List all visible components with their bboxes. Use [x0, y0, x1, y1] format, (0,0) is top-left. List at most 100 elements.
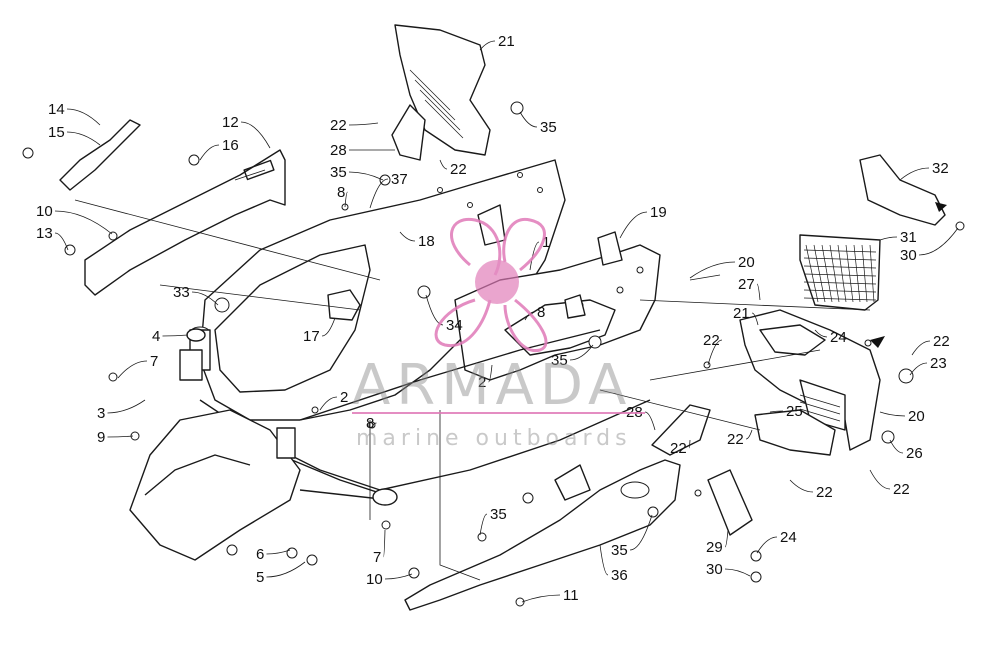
callout-leader [107, 435, 134, 438]
skid-plate-36 [404, 459, 681, 611]
callout-leader [266, 561, 306, 578]
part-callout-19: 19 [650, 204, 667, 221]
indicator-arrow [935, 202, 947, 212]
callout-leader [569, 344, 594, 361]
part-callout-1: 1 [542, 234, 550, 251]
callout-leader [644, 411, 656, 431]
callout-leader [399, 231, 416, 242]
part-callout-7: 7 [373, 549, 381, 566]
callout-leader [384, 573, 413, 580]
part-callout-29: 29 [706, 539, 723, 556]
guide-lines [74, 199, 871, 581]
part-callout-22: 22 [933, 333, 950, 350]
callout-leader [117, 360, 148, 379]
part-callout-22: 22 [703, 332, 720, 349]
plate-28 [391, 104, 426, 161]
part-callout-12: 12 [222, 114, 239, 131]
part-callout-20: 20 [908, 408, 925, 425]
part-callout-35: 35 [611, 542, 628, 559]
callout-leader [439, 159, 448, 170]
callout-leader [756, 536, 778, 554]
callout-leader [66, 131, 101, 146]
callout-leader [191, 291, 219, 306]
callout-leader [54, 210, 113, 235]
callout-leader [521, 594, 561, 603]
callout-leader [599, 544, 609, 576]
part-callout-34: 34 [446, 317, 463, 334]
part-callout-14: 14 [48, 101, 65, 118]
callout-leader [909, 362, 928, 376]
part-callout-2: 2 [340, 389, 348, 406]
callout-leader [918, 227, 959, 256]
part-callout-8: 8 [337, 184, 345, 201]
part-callout-3: 3 [97, 405, 105, 422]
watermark-name: ARMADA [352, 353, 632, 418]
part-callout-21: 21 [498, 33, 515, 50]
callout-leader [107, 399, 146, 414]
callout-leader [372, 422, 377, 426]
callout-leader [479, 40, 496, 51]
callout-leader [889, 439, 904, 454]
part-callout-35: 35 [551, 352, 568, 369]
part-callout-25: 25 [786, 403, 803, 420]
callout-leader [240, 121, 271, 149]
grille-screen [799, 234, 881, 311]
callout-leader [899, 167, 930, 181]
part-callout-2: 2 [478, 374, 486, 391]
part-callout-30: 30 [706, 561, 723, 578]
part-callout-37: 37 [391, 171, 408, 188]
part-callout-22: 22 [816, 484, 833, 501]
part-callout-4: 4 [152, 328, 160, 345]
callout-leader [348, 171, 384, 181]
callout-leader [619, 211, 648, 239]
part-callout-27: 27 [738, 276, 755, 293]
part-callout-23: 23 [930, 355, 947, 372]
watermark-logo [434, 217, 548, 352]
callout-leader [162, 334, 189, 337]
part-callout-33: 33 [173, 284, 190, 301]
callout-leader [348, 122, 379, 126]
part-callout-35: 35 [540, 119, 557, 136]
callout-leader [814, 329, 828, 338]
plate-29 [707, 469, 753, 536]
bracket-19 [597, 231, 623, 266]
part-callout-16: 16 [222, 137, 239, 154]
part-callout-10: 10 [366, 571, 383, 588]
part-callout-22: 22 [330, 117, 347, 134]
part-callout-11: 11 [563, 587, 579, 604]
chassis-frame [129, 159, 661, 561]
part-callout-17: 17 [303, 328, 320, 345]
callout-leader [724, 568, 751, 577]
callout-leader [321, 317, 336, 337]
callout-leader [869, 469, 891, 490]
callout-leader [266, 549, 291, 555]
part-callout-9: 9 [97, 429, 105, 446]
callout-leader [529, 241, 540, 271]
callout-leader [879, 236, 898, 241]
part-callout-22: 22 [727, 431, 744, 448]
callout-leaders [54, 40, 959, 603]
part-callout-15: 15 [48, 124, 65, 141]
indicator-arrow [870, 336, 885, 348]
front-bumper [84, 149, 286, 296]
watermark: ARMADA marine outboards [352, 217, 645, 451]
part-callout-28: 28 [330, 142, 347, 159]
part-callout-7: 7 [150, 353, 158, 370]
callout-leader [519, 111, 538, 128]
callout-leader [756, 283, 761, 301]
part-callout-32: 32 [932, 160, 949, 177]
callout-leader [66, 108, 101, 126]
callout-leader [751, 312, 759, 326]
part-callout-35: 35 [490, 506, 507, 523]
part-callout-22: 22 [670, 440, 687, 457]
callout-leader [745, 429, 753, 440]
part-callout-36: 36 [611, 567, 628, 584]
part-callout-24: 24 [830, 329, 847, 346]
part-callout-22: 22 [450, 161, 467, 178]
plate-25 [754, 409, 836, 456]
part-callout-8: 8 [366, 415, 374, 432]
watermark-tagline: marine outboards [356, 426, 632, 451]
callout-leader [479, 513, 488, 536]
callout-leader [319, 396, 338, 411]
